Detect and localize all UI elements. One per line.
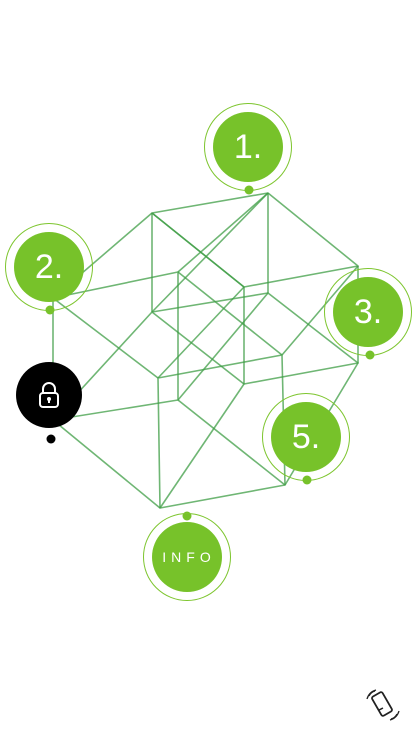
lock-icon: [39, 382, 59, 408]
locked-node-button[interactable]: [16, 362, 82, 428]
node-2-label: 2.: [34, 247, 64, 286]
node-5-button[interactable]: 5.: [271, 402, 341, 472]
node-3[interactable]: 3.: [324, 268, 412, 356]
node-1-label: 1.: [233, 127, 263, 166]
node-3-anchor-dot: [365, 350, 375, 360]
info-ring: [143, 513, 231, 601]
info-node[interactable]: INFO: [143, 513, 231, 601]
node-1-anchor-dot: [244, 185, 254, 195]
node-1[interactable]: 1.: [204, 103, 292, 191]
node-3-label: 3.: [353, 292, 383, 331]
node-2[interactable]: 2.: [5, 223, 93, 311]
rotate-device-icon[interactable]: [366, 688, 400, 722]
locked-node[interactable]: [16, 362, 82, 428]
node-2-anchor-dot: [45, 305, 55, 315]
node-5-anchor-dot: [302, 475, 312, 485]
info-label: INFO: [162, 549, 216, 565]
node-3-button[interactable]: 3.: [333, 277, 403, 347]
node-2-button[interactable]: 2.: [14, 232, 84, 302]
locked-node-anchor-dot: [46, 434, 56, 444]
node-1-button[interactable]: 1.: [213, 112, 283, 182]
node-5[interactable]: 5.: [262, 393, 350, 481]
node-5-label: 5.: [291, 417, 321, 456]
info-button[interactable]: INFO: [152, 522, 222, 592]
